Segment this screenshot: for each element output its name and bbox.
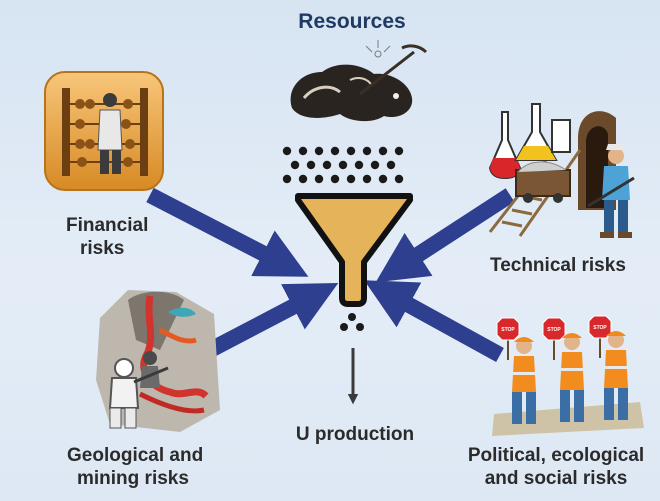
- worker-2: [542, 317, 584, 422]
- geological-risks-line2: mining risks: [77, 468, 189, 489]
- arrow-technical: [375, 188, 515, 283]
- financial-risks-line2: risks: [80, 238, 125, 259]
- stop-sign-text-3: STOP: [593, 325, 607, 331]
- mining-lab-icon: [488, 103, 635, 238]
- arrow-financial: [146, 187, 309, 277]
- funnel-icon: [295, 193, 413, 307]
- abacus-icon: [44, 71, 164, 191]
- political-risks-label: Political, ecological and social risks: [458, 444, 654, 490]
- political-risks-line1: Political, ecological: [467, 445, 645, 466]
- financial-risks-line1: Financial: [66, 215, 149, 236]
- geological-risks-label: Geological and mining risks: [67, 444, 203, 490]
- ore-pickaxe-icon: [290, 40, 428, 122]
- worker-1: [496, 317, 536, 424]
- volcano-miner-icon: [96, 290, 220, 432]
- ore-particles: [282, 146, 404, 184]
- stop-sign-text-1: STOP: [501, 327, 515, 333]
- worker-3: [588, 315, 628, 420]
- stop-sign-workers-icon: STOP STOP STOP: [492, 315, 644, 436]
- geological-risks-line1: Geological and: [67, 445, 204, 466]
- stop-sign-text-2: STOP: [547, 327, 561, 333]
- technical-risks-label: Technical risks: [490, 255, 626, 276]
- arrow-political: [364, 280, 504, 363]
- political-risks-line2: and social risks: [484, 468, 628, 489]
- financial-risks-label: Financial risks: [66, 214, 148, 260]
- product-drops: [340, 313, 364, 331]
- u-production-label: U production: [295, 424, 415, 445]
- resources-title: Resources: [298, 10, 406, 33]
